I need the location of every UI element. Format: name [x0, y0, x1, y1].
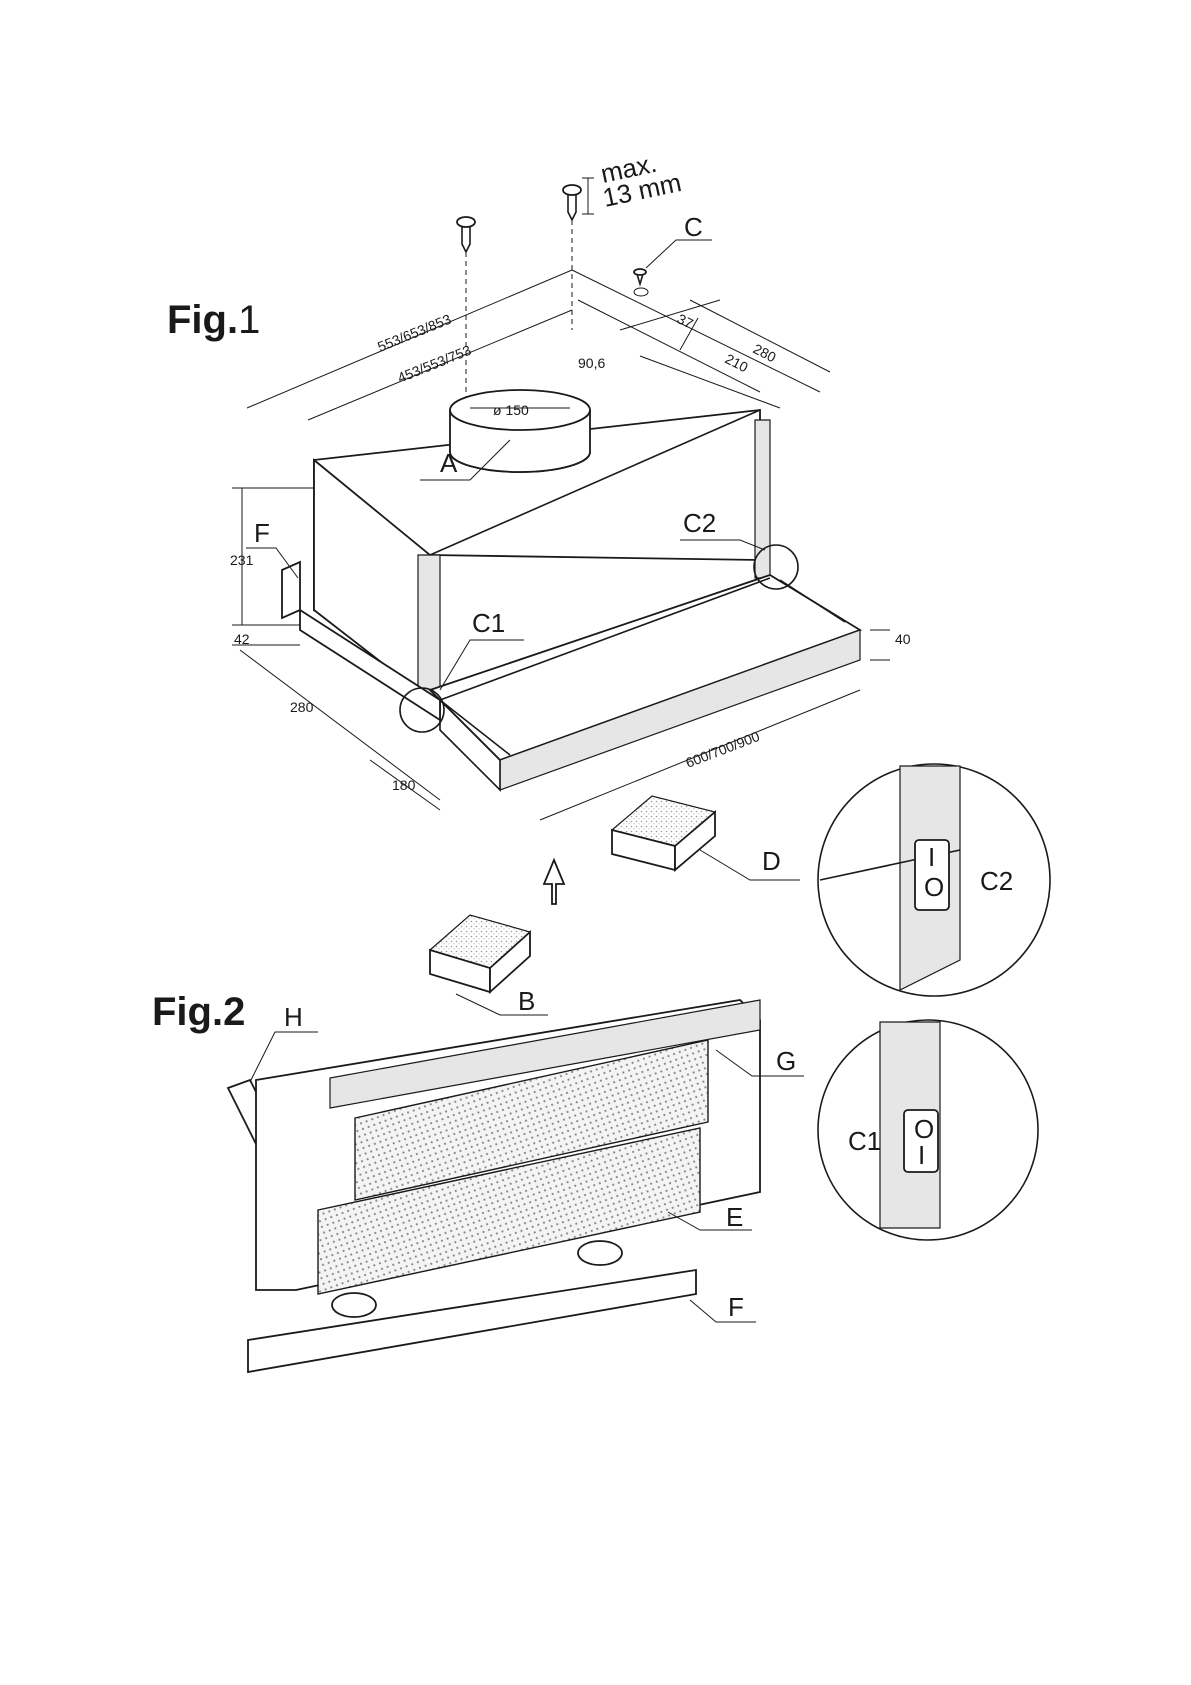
hood-body — [300, 410, 860, 790]
callout-e: E — [726, 1202, 743, 1232]
dim-front-width: 600/700/900 — [683, 728, 762, 771]
callout-c2: C2 — [683, 508, 716, 538]
callout-f-bottom-leader — [690, 1300, 756, 1322]
c1-detail-label: C1 — [848, 1126, 881, 1156]
fig2-title: Fig.2 — [152, 990, 245, 1034]
fig1-title: Fig.1 — [167, 298, 260, 342]
lamp-right — [578, 1241, 622, 1265]
callout-c: C — [684, 212, 703, 242]
dim-height-231: 231 — [230, 552, 254, 568]
mounting-screw-left — [457, 217, 475, 400]
c2-switch-off: O — [924, 872, 944, 902]
dim-hole-spacing: 90,6 — [578, 355, 605, 371]
dim-depth-280-side: 280 — [290, 699, 314, 715]
callout-d: D — [762, 846, 781, 876]
callout-f-top: F — [254, 518, 270, 548]
switch-detail-c1: O I C1 — [818, 1020, 1038, 1240]
dim-outer-width: 553/653/853 — [375, 311, 453, 355]
dim-front-height: 40 — [895, 631, 911, 647]
wall-bracket-f — [246, 548, 300, 618]
c1-switch-on: I — [918, 1140, 925, 1170]
callout-c1: C1 — [472, 608, 505, 638]
dim-depth-210: 210 — [723, 350, 751, 375]
callout-b: B — [518, 986, 535, 1016]
switch-detail-c2: I O C2 — [818, 764, 1050, 996]
c2-detail-label: C2 — [980, 866, 1013, 896]
fixing-screw-c — [634, 240, 712, 296]
dim-height-42: 42 — [234, 631, 250, 647]
callout-g: G — [776, 1046, 796, 1076]
callout-f-bottom: F — [728, 1292, 744, 1322]
dim-front-180: 180 — [392, 777, 416, 793]
lamp-left — [332, 1293, 376, 1317]
dim-offset-37: 37 — [675, 310, 696, 331]
dim-duct-diameter: ø 150 — [493, 402, 529, 418]
figure-1: Fig.1 max. 13 mm C — [167, 148, 911, 820]
dim-depth-280-top: 280 — [751, 340, 779, 365]
insert-arrow-icon — [544, 860, 564, 904]
c2-switch-on: I — [928, 842, 935, 872]
dim-inner-width: 453/553/753 — [395, 342, 473, 386]
mounting-screw-right — [563, 178, 594, 330]
callout-a: A — [440, 448, 458, 478]
callout-h: H — [284, 1002, 303, 1032]
figure-2: Fig.2 H F G E — [152, 990, 804, 1372]
